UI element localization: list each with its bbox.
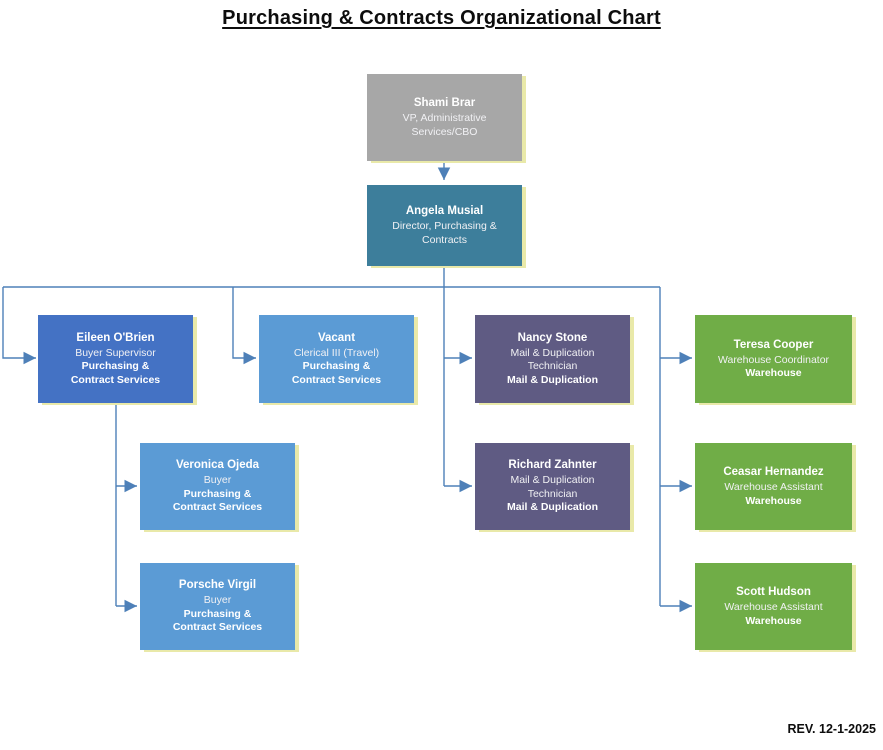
org-node-veronica-ojeda: Veronica Ojeda Buyer Purchasing & Contra… — [140, 443, 295, 530]
org-node-teresa-cooper: Teresa Cooper Warehouse Coordinator Ware… — [695, 315, 852, 403]
node-role: Warehouse Assistant — [724, 601, 823, 613]
node-name: Nancy Stone — [517, 331, 588, 344]
node-dept: Purchasing & Contract Services — [70, 360, 161, 386]
org-node-ceasar-hernandez: Ceasar Hernandez Warehouse Assistant War… — [695, 443, 852, 530]
node-role: Warehouse Assistant — [724, 481, 823, 493]
node-name: Scott Hudson — [736, 586, 811, 598]
page-title: Purchasing & Contracts Organizational Ch… — [222, 7, 661, 29]
node-dept: Purchasing & Contract Services — [291, 360, 382, 386]
revision-label: REV. 12-1-2025 — [787, 722, 877, 736]
node-name: Teresa Cooper — [733, 338, 814, 351]
node-role: Clerical III (Travel) — [293, 346, 380, 359]
node-role: Warehouse Coordinator — [717, 353, 830, 366]
org-node-angela-musial: Angela Musial Director, Purchasing & Con… — [367, 185, 522, 266]
node-role: Mail & Duplication Technician — [510, 474, 595, 500]
node-role: Mail & Duplication Technician — [510, 346, 595, 373]
node-dept: Purchasing & Contract Services — [172, 487, 263, 514]
org-node-richard-zahnter: Richard Zahnter Mail & Duplication Techn… — [475, 443, 630, 530]
node-name: Richard Zahnter — [508, 459, 597, 472]
node-name: Angela Musial — [405, 205, 484, 217]
org-node-porsche-virgil: Porsche Virgil Buyer Purchasing & Contra… — [140, 563, 295, 650]
node-dept: Warehouse — [745, 367, 802, 379]
org-node-scott-hudson: Scott Hudson Warehouse Assistant Warehou… — [695, 563, 852, 650]
org-node-eileen-obrien: Eileen O'Brien Buyer Supervisor Purchasi… — [38, 315, 193, 403]
node-dept: Mail & Duplication — [506, 373, 598, 386]
node-dept: Mail & Duplication — [506, 501, 598, 514]
node-name: Porsche Virgil — [178, 579, 257, 592]
node-name: Veronica Ojeda — [175, 459, 260, 472]
node-role: VP, Administrative Services/CBO — [402, 112, 487, 138]
node-dept: Warehouse — [745, 494, 802, 507]
node-name: Ceasar Hernandez — [723, 466, 824, 478]
node-dept: Warehouse — [745, 614, 802, 627]
node-role: Director, Purchasing & Contracts — [392, 220, 497, 246]
node-role: Buyer — [203, 474, 232, 487]
node-role: Buyer Supervisor — [75, 346, 156, 359]
node-name: Eileen O'Brien — [76, 331, 155, 344]
org-node-nancy-stone: Nancy Stone Mail & Duplication Technicia… — [475, 315, 630, 403]
node-role: Buyer — [203, 594, 232, 607]
node-name: Shami Brar — [413, 97, 476, 109]
org-node-shami-brar: Shami Brar VP, Administrative Services/C… — [367, 74, 522, 161]
node-dept: Purchasing & Contract Services — [172, 607, 263, 634]
org-node-vacant: Vacant Clerical III (Travel) Purchasing … — [259, 315, 414, 403]
node-name: Vacant — [317, 331, 356, 344]
